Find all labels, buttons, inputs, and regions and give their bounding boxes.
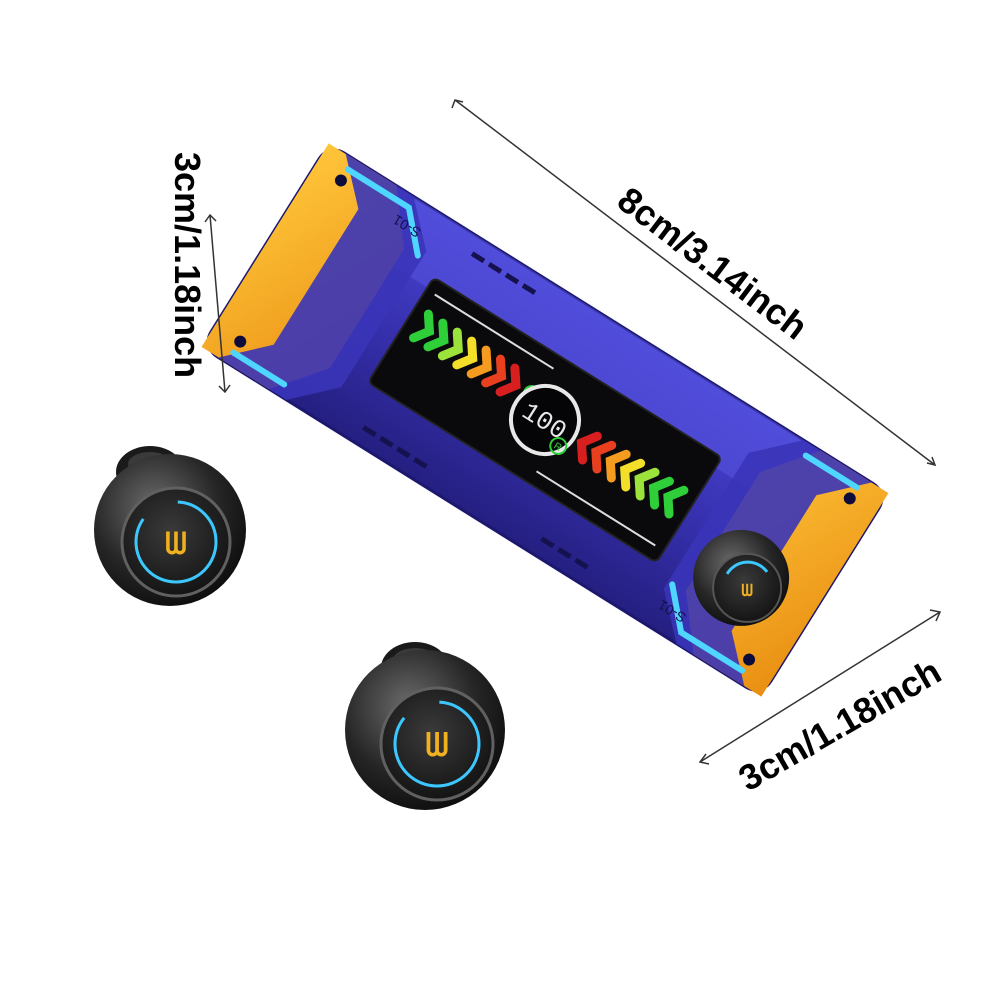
battery-ring bbox=[509, 384, 581, 456]
earbud-right: ᗯ bbox=[345, 642, 505, 810]
height-dimension bbox=[204, 213, 231, 394]
brand-logo-icon: ᗯ bbox=[165, 528, 187, 561]
svg-text:ᗯ: ᗯ bbox=[741, 583, 753, 600]
charging-case: L 100 R S-01 S-01 bbox=[201, 143, 889, 697]
right-indicator-label: R bbox=[551, 441, 563, 454]
docked-earbud: ᗯ bbox=[693, 529, 790, 626]
vent-slots bbox=[362, 251, 589, 570]
earbud-left: ᗯ bbox=[94, 446, 246, 606]
light-strip bbox=[230, 166, 860, 674]
width-dimension bbox=[698, 609, 942, 765]
brand-logo-icon: ᗯ bbox=[425, 727, 448, 763]
length-label: 8cm/3.14inch bbox=[610, 179, 815, 348]
right-indicator-icon bbox=[549, 436, 568, 455]
left-battery-bars bbox=[409, 309, 521, 397]
right-battery-bars bbox=[576, 431, 689, 519]
height-label: 3cm/1.18inch bbox=[167, 152, 208, 378]
screw-icon bbox=[234, 174, 856, 666]
display-panel: L 100 R bbox=[369, 278, 721, 562]
length-dimension bbox=[451, 99, 937, 467]
